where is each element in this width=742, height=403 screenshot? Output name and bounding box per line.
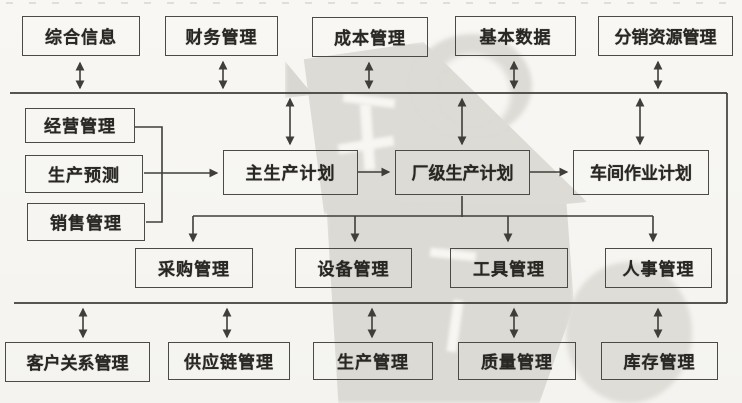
node-financial-management: 财务管理 [165,16,278,56]
node-personnel-management: 人事管理 [605,248,712,288]
node-label: 分销资源管理 [614,27,717,47]
bidirectional-arrows [75,60,663,339]
node-label: 设备管理 [317,259,390,279]
node-customer-relationship-management: 客户关系管理 [5,342,150,382]
node-tool-management: 工具管理 [450,248,568,288]
node-label: 供应链管理 [184,352,274,372]
node-equipment-management: 设备管理 [295,248,412,288]
node-factory-production-plan: 厂级生产计划 [395,150,530,195]
flow-arrows [144,167,658,243]
node-label: 主生产计划 [245,164,336,183]
node-quality-management: 质量管理 [458,342,576,380]
node-business-management: 经营管理 [25,108,135,143]
node-sales-management: 销售管理 [27,203,145,241]
node-label: 人事管理 [622,259,695,279]
node-label: 财务管理 [185,27,258,47]
node-label: 质量管理 [481,352,553,372]
node-workshop-operation-plan: 车间作业计划 [573,150,709,195]
node-label: 经营管理 [44,117,116,136]
node-distribution-resource-management: 分销资源管理 [598,16,733,56]
node-comprehensive-information: 综合信息 [22,16,140,56]
node-label: 厂级生产计划 [411,164,514,183]
node-label: 销售管理 [50,213,122,233]
node-master-production-plan: 主生产计划 [223,150,358,195]
node-purchasing-management: 采购管理 [135,248,253,288]
system-frame [10,92,728,304]
node-label: 生产管理 [337,352,409,372]
node-label: 工具管理 [473,259,545,279]
node-label: 基本数据 [479,27,552,47]
node-label: 成本管理 [334,28,406,48]
node-label: 客户关系管理 [26,353,129,373]
node-production-forecast: 生产预测 [25,155,143,193]
node-supply-chain-management: 供应链管理 [168,342,290,380]
plain-connectors [135,126,653,223]
node-basic-data: 基本数据 [455,16,576,56]
node-label: 库存管理 [623,352,696,372]
node-production-management: 生产管理 [313,342,433,380]
node-label: 生产预测 [48,165,120,185]
node-inventory-management: 库存管理 [601,342,718,380]
node-cost-management: 成本管理 [312,17,428,57]
node-label: 车间作业计划 [590,164,692,183]
node-label: 采购管理 [158,259,230,279]
node-label: 综合信息 [45,27,117,47]
watermark-column [326,200,574,403]
